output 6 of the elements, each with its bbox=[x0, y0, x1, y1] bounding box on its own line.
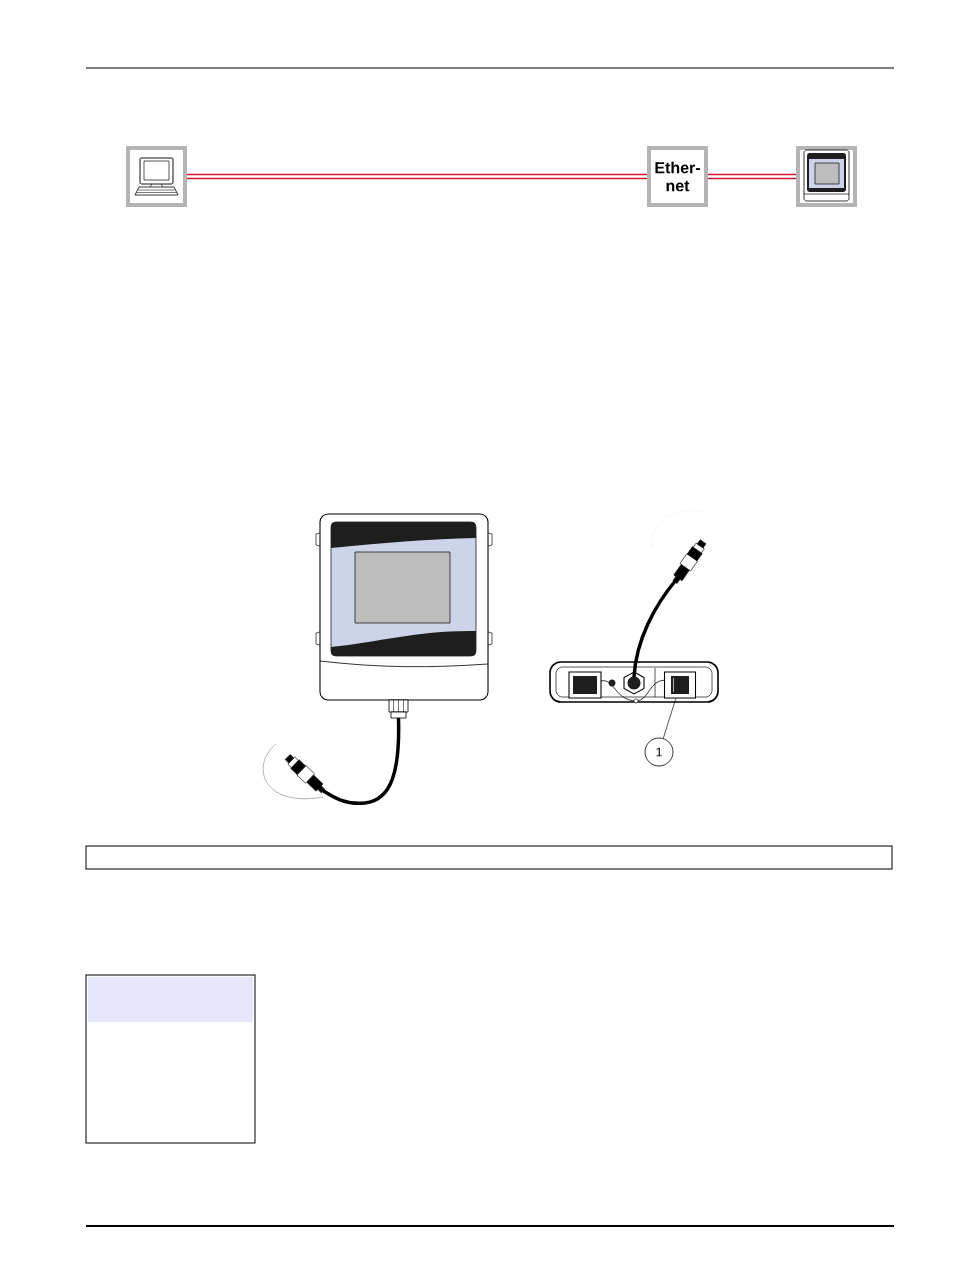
connection-line bbox=[187, 173, 647, 180]
connection-line bbox=[708, 173, 796, 180]
label-box: Ether- net bbox=[647, 146, 708, 207]
socket bbox=[663, 671, 697, 699]
leader-line bbox=[662, 698, 677, 739]
callout-number: 1 bbox=[644, 737, 674, 767]
